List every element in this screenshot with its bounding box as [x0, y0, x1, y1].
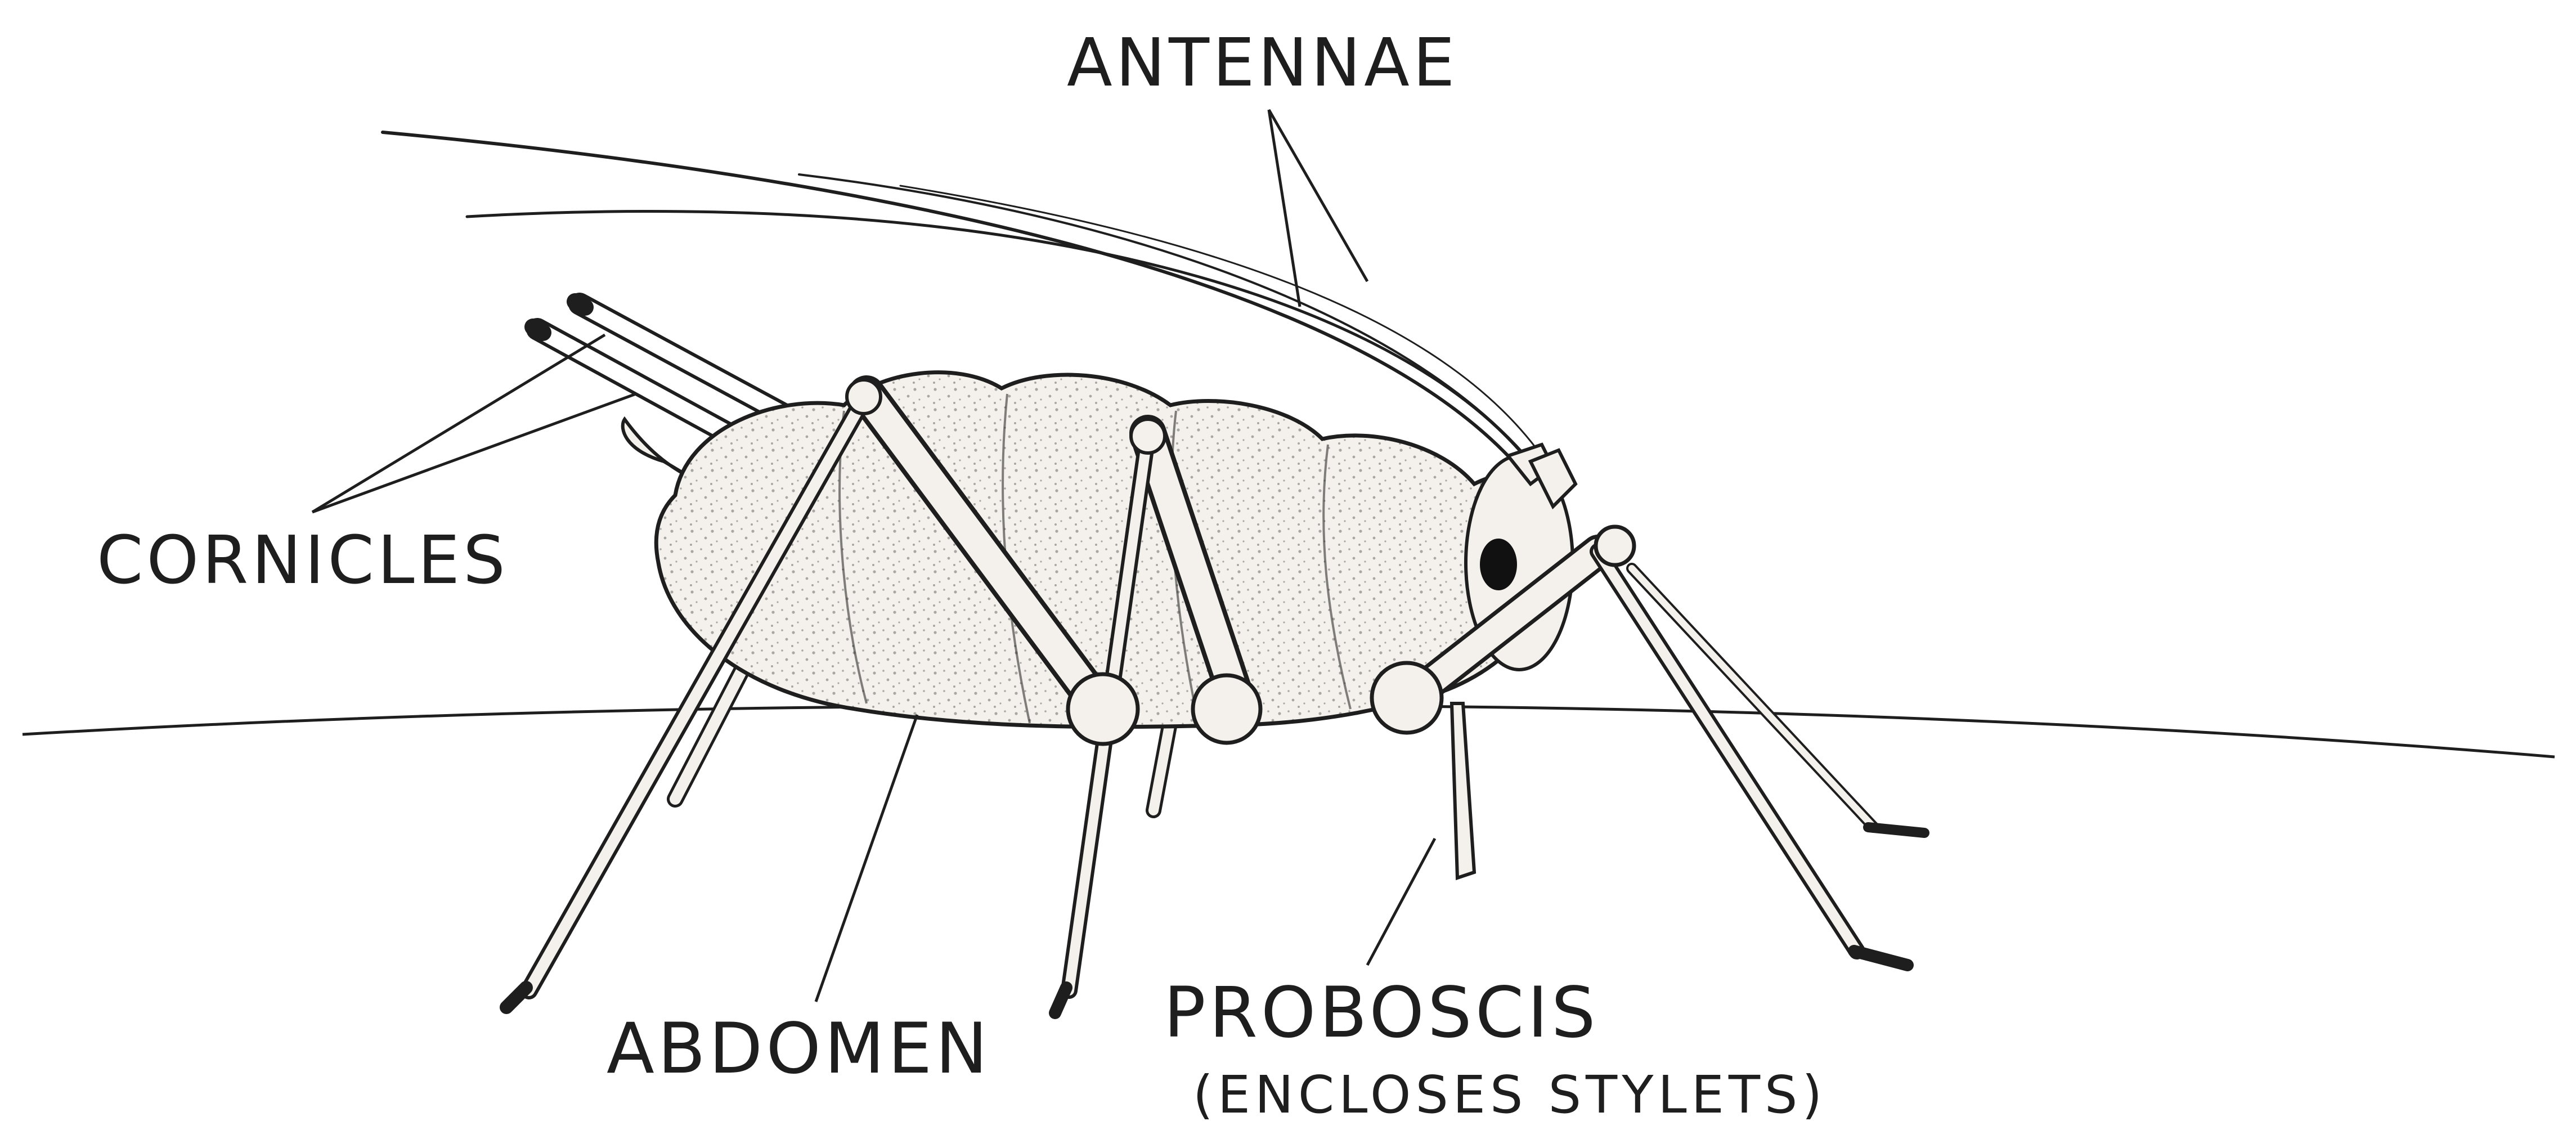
label-cornicles: CORNICLES	[97, 527, 509, 593]
leader-cornicles-1	[312, 335, 605, 512]
label-abdomen: ABDOMEN	[607, 1014, 991, 1084]
leader-proboscis	[1367, 838, 1435, 965]
leader-cornicles-2	[312, 394, 636, 512]
label-proboscis: PROBOSCIS	[1164, 978, 1599, 1048]
label-antennae: ANTENNAE	[1067, 29, 1458, 96]
leader-abdomen	[816, 715, 917, 1002]
proboscis	[1452, 703, 1474, 878]
compound-eye	[1480, 539, 1517, 590]
label-proboscis-note: (ENCLOSES STYLETS)	[1193, 1069, 1826, 1121]
cauda	[623, 419, 692, 478]
